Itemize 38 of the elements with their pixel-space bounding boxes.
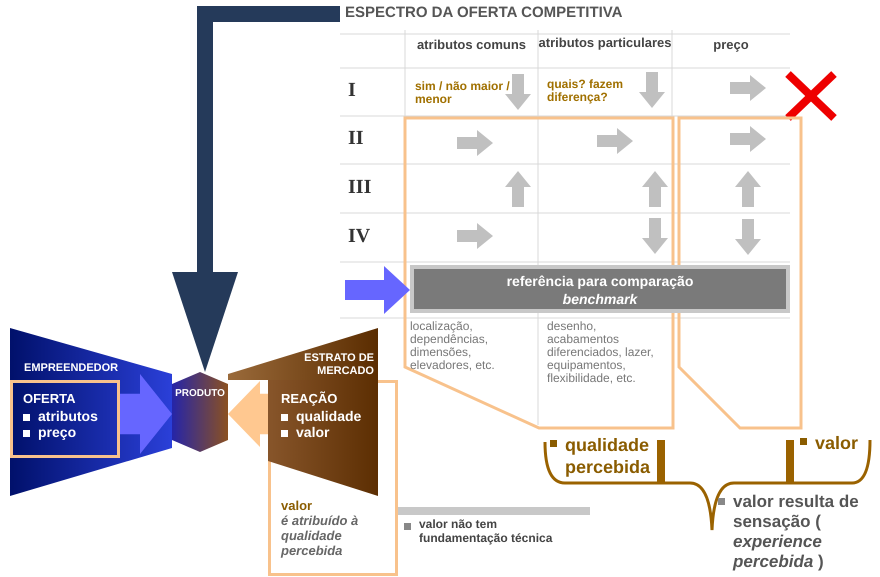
- arrow: [228, 381, 268, 447]
- shape-title: EMPREENDEDOR: [24, 362, 120, 375]
- note-text: qualidade percebida: [565, 434, 652, 478]
- list-item: valor: [281, 498, 314, 513]
- shape-title: PRODUTO: [174, 388, 226, 399]
- bar-text: benchmark: [562, 290, 639, 308]
- outlined-box: [268, 380, 398, 576]
- arrow: [172, 6, 340, 372]
- table-heading: ESPECTRO DA OFERTA COMPETITIVA: [344, 4, 624, 21]
- cell-text: sim / não maior / menor: [415, 80, 510, 106]
- row-numeral: III: [348, 177, 372, 198]
- row-numeral: II: [348, 128, 365, 149]
- benchmark-bar: [410, 265, 790, 313]
- box-heading: OFERTA: [23, 391, 76, 406]
- list-item: atributos: [38, 408, 98, 424]
- note-text: valor resulta de sensação ( experience percebida ): [733, 492, 860, 572]
- cell-text: quais? fazem diferença?: [547, 78, 624, 104]
- note-text: valor: [815, 432, 858, 454]
- trapezoid-shape: [228, 328, 378, 380]
- arrow: [120, 374, 172, 454]
- bar-text: referência para comparação: [506, 272, 694, 290]
- column-header: preço: [712, 38, 750, 52]
- list-item: preço: [38, 424, 76, 440]
- cell-text: localização, dependências, dimensões, elevadores, etc.: [410, 320, 496, 372]
- list-item: valor: [296, 424, 330, 440]
- list-item: qualidade: [296, 408, 362, 424]
- cell-text: desenho, acabamentos diferenciados, lazer, equipamentos, flexibilidade, etc.: [547, 320, 655, 385]
- box-heading: REAÇÃO: [281, 391, 338, 406]
- trapezoid-shape: [8, 328, 172, 496]
- list-item: é atribuído à qualidade percebida: [281, 513, 360, 558]
- outlined-box: [10, 380, 120, 458]
- note-text: valor não tem fundamentação técnica: [419, 517, 554, 545]
- column-header: atributos particulares: [538, 36, 672, 50]
- row-numeral: IV: [348, 226, 372, 247]
- arrow: [345, 266, 410, 314]
- column-header: atributos comuns: [416, 38, 528, 52]
- shape-title: ESTRATO DE MERCADO: [303, 352, 374, 378]
- row-numeral: I: [348, 80, 357, 101]
